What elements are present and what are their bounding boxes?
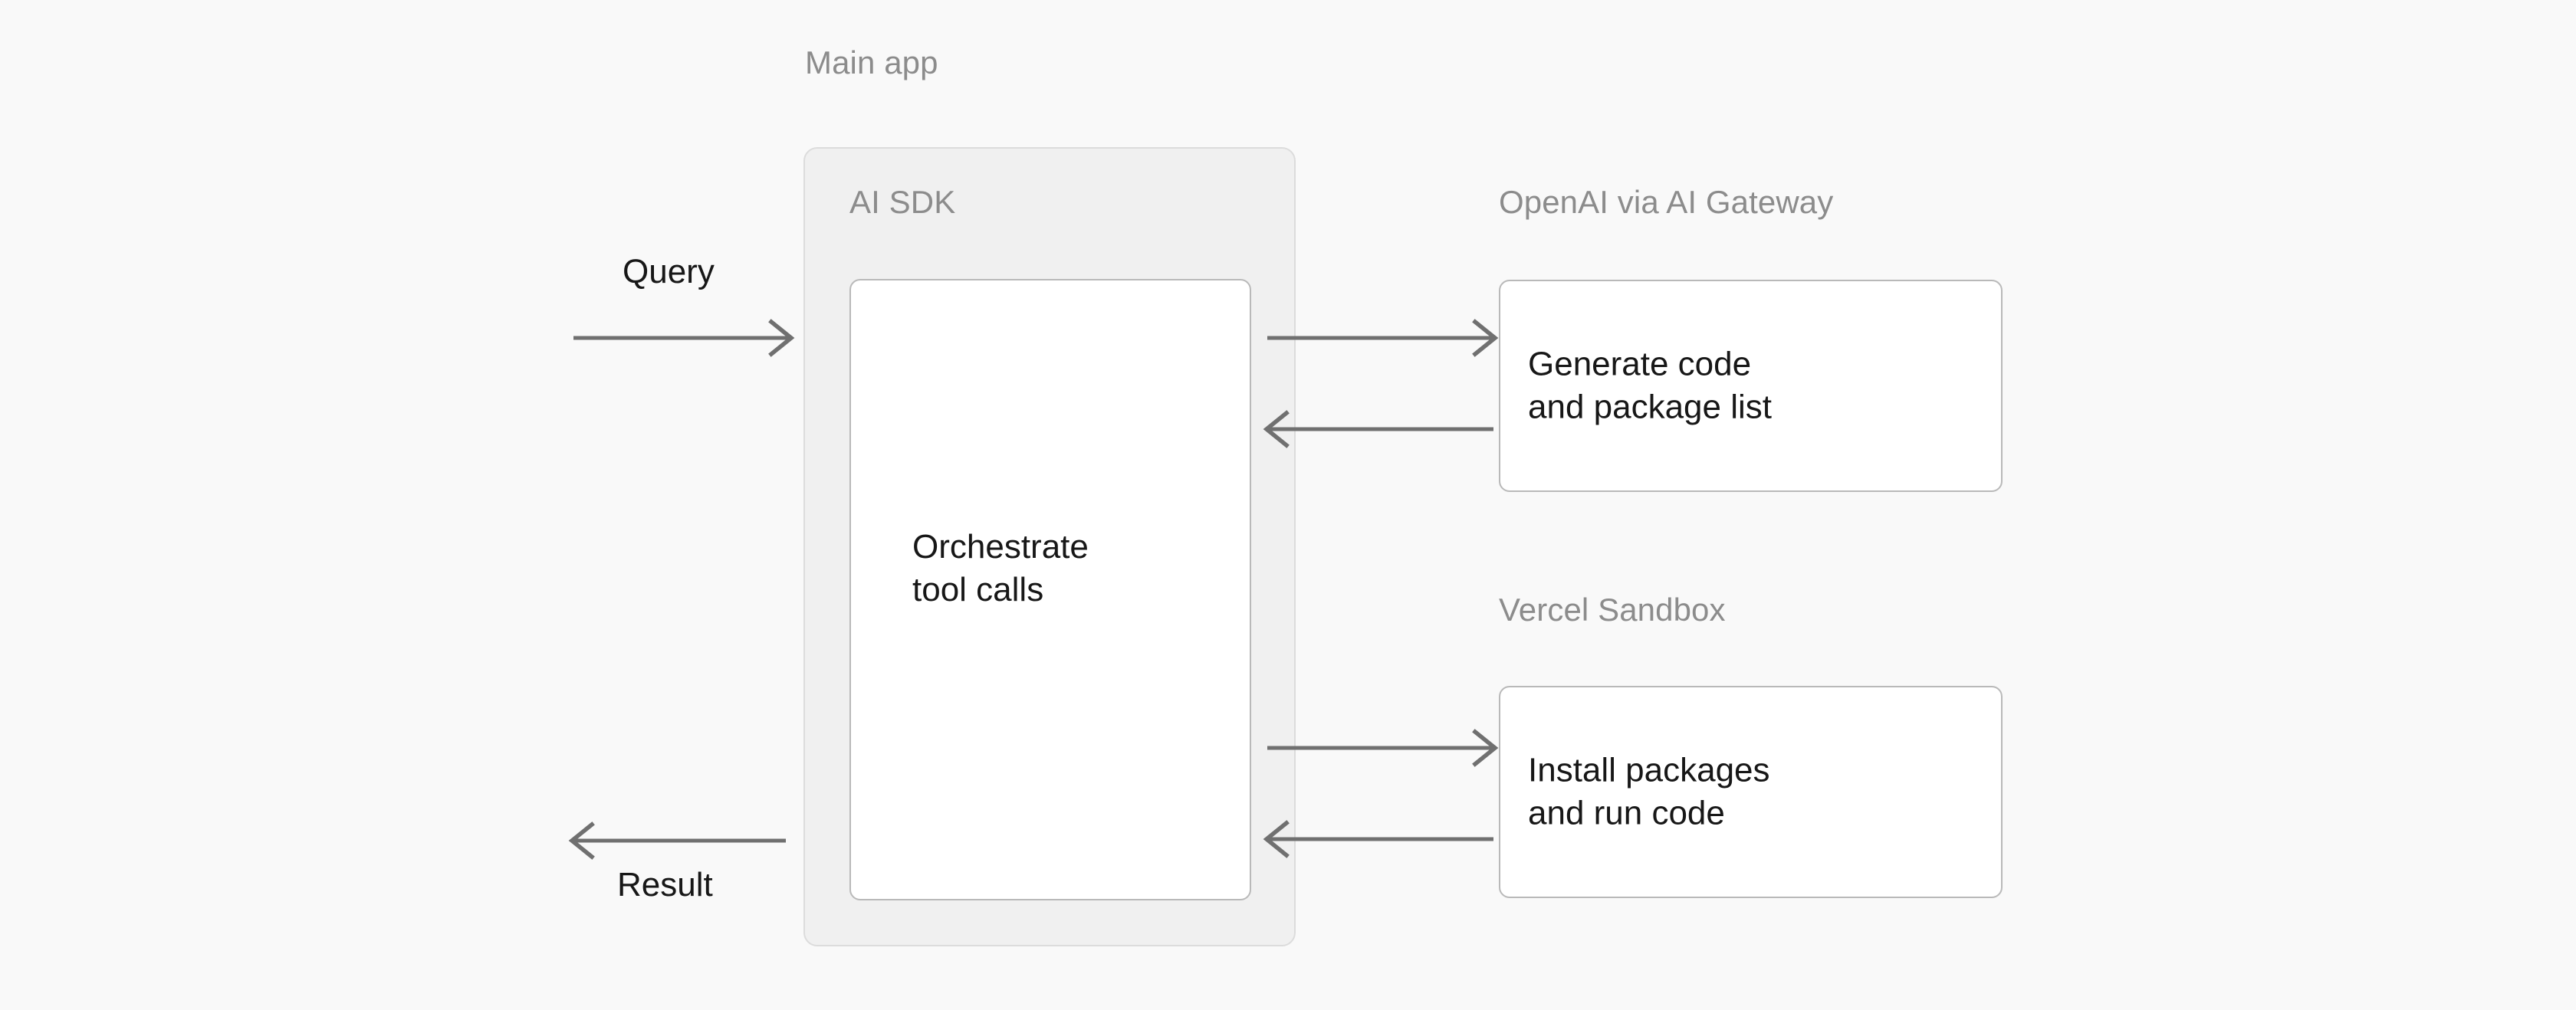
query-label: Query <box>623 253 715 290</box>
openai-response-arrow-icon <box>1263 410 1493 448</box>
orchestrator-card <box>849 279 1251 900</box>
result-label: Result <box>617 866 713 903</box>
openai-group-label: OpenAI via AI Gateway <box>1499 184 1834 220</box>
ai-sdk-label: AI SDK <box>849 184 956 220</box>
sandbox-response-arrow-icon <box>1263 820 1493 858</box>
sandbox-service-card-text: Install packages and run code <box>1528 751 1770 832</box>
main-app-group-label: Main app <box>805 44 938 80</box>
openai-request-arrow-icon <box>1267 319 1499 357</box>
sandbox-request-arrow-icon <box>1267 729 1499 767</box>
openai-service-card: Generate code and package list <box>1499 280 2003 492</box>
sandbox-group-label: Vercel Sandbox <box>1499 592 1726 628</box>
query-arrow-icon <box>573 319 795 357</box>
sandbox-service-card: Install packages and run code <box>1499 686 2003 898</box>
openai-service-card-text: Generate code and package list <box>1528 345 1772 426</box>
result-arrow-icon <box>568 821 786 860</box>
orchestrator-card-text: Orchestrate tool calls <box>912 528 1089 609</box>
